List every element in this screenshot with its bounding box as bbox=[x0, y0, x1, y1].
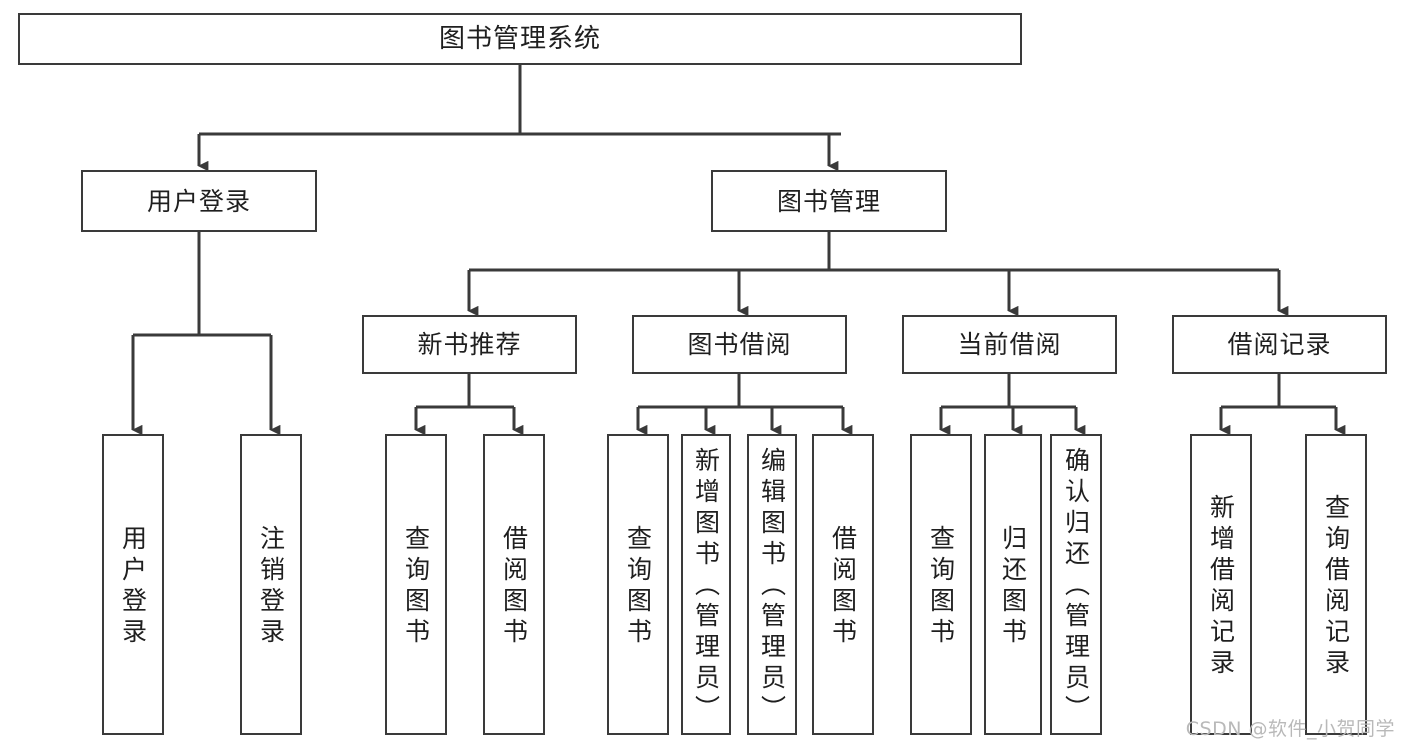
leaf-logout[interactable]: 注销登录 bbox=[240, 434, 302, 735]
leaf-label: 新增图书（管理员） bbox=[691, 447, 721, 726]
node-root-system[interactable]: 图书管理系统 bbox=[18, 13, 1022, 65]
leaf-add-borrow-record[interactable]: 新增借阅记录 bbox=[1190, 434, 1252, 735]
leaf-return-book[interactable]: 归还图书 bbox=[984, 434, 1042, 735]
leaf-query-borrow-record[interactable]: 查询借阅记录 bbox=[1305, 434, 1367, 735]
leaf-query-book[interactable]: 查询图书 bbox=[607, 434, 669, 735]
watermark: CSDN @软件_小贺同学 bbox=[1185, 718, 1395, 740]
leaf-edit-book-admin[interactable]: 编辑图书（管理员） bbox=[747, 434, 797, 735]
leaf-label: 新增借阅记录 bbox=[1206, 493, 1236, 680]
leaf-add-book-admin[interactable]: 新增图书（管理员） bbox=[681, 434, 731, 735]
node-book-borrow[interactable]: 图书借阅 bbox=[632, 315, 847, 374]
leaf-label: 查询图书 bbox=[926, 524, 956, 649]
node-book-management[interactable]: 图书管理 bbox=[711, 170, 947, 232]
leaf-borrow-book-recommend[interactable]: 借阅图书 bbox=[483, 434, 545, 735]
leaf-label: 借阅图书 bbox=[828, 524, 858, 649]
leaf-label: 编辑图书（管理员） bbox=[757, 447, 787, 726]
leaf-label: 用户登录 bbox=[118, 524, 148, 649]
leaf-query-book-current[interactable]: 查询图书 bbox=[910, 434, 972, 735]
leaf-label: 借阅图书 bbox=[499, 524, 529, 649]
leaf-label: 注销登录 bbox=[256, 524, 286, 649]
node-borrow-record[interactable]: 借阅记录 bbox=[1172, 315, 1387, 374]
leaf-label: 确认归还（管理员） bbox=[1061, 447, 1091, 726]
node-new-book-recommend[interactable]: 新书推荐 bbox=[362, 315, 577, 374]
leaf-confirm-return-admin[interactable]: 确认归还（管理员） bbox=[1050, 434, 1102, 735]
leaf-label: 查询图书 bbox=[401, 524, 431, 649]
leaf-query-book-recommend[interactable]: 查询图书 bbox=[385, 434, 447, 735]
leaf-label: 归还图书 bbox=[998, 524, 1028, 649]
node-user-login[interactable]: 用户登录 bbox=[81, 170, 317, 232]
leaf-borrow-book[interactable]: 借阅图书 bbox=[812, 434, 874, 735]
leaf-label: 查询图书 bbox=[623, 524, 653, 649]
leaf-label: 查询借阅记录 bbox=[1321, 493, 1351, 680]
leaf-user-login[interactable]: 用户登录 bbox=[102, 434, 164, 735]
node-current-borrow[interactable]: 当前借阅 bbox=[902, 315, 1117, 374]
